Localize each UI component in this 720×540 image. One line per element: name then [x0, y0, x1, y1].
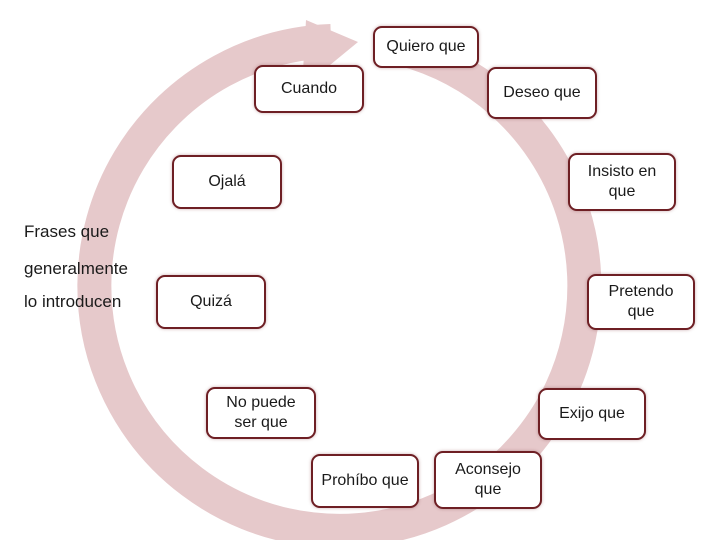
node-no-puede-ser-que: No puede ser que [206, 387, 316, 439]
node-label: Insisto en que [587, 163, 657, 200]
node-label: Cuando [280, 80, 338, 97]
node-quiza: Quizá [156, 275, 266, 329]
node-label: Exijo que [559, 405, 625, 422]
node-label: Pretendo que [608, 283, 674, 320]
node-cuando: Cuando [254, 65, 364, 113]
node-quiero-que: Quiero que [373, 26, 479, 68]
node-aconsejo-que: Aconsejo que [434, 451, 542, 509]
node-label: Aconsejo que [455, 461, 521, 498]
node-label: Prohíbo que [321, 472, 409, 489]
node-ojala: Ojalá [172, 155, 282, 209]
node-label: Ojalá [208, 173, 246, 190]
node-prohibo-que: Prohíbo que [311, 454, 419, 508]
node-label: No puede ser que [226, 394, 296, 431]
node-pretendo-que: Pretendo que [587, 274, 695, 330]
side-label-line-1: Frases que [24, 222, 110, 241]
node-exijo-que: Exijo que [538, 388, 646, 440]
side-label-line-3: lo introducen [24, 292, 122, 311]
node-label: Quizá [190, 293, 232, 310]
node-deseo-que: Deseo que [487, 67, 597, 119]
node-label: Deseo que [503, 84, 581, 101]
side-label-line-2: generalmente [24, 259, 128, 278]
node-insisto-en-que: Insisto en que [568, 153, 676, 211]
node-label: Quiero que [386, 38, 466, 55]
